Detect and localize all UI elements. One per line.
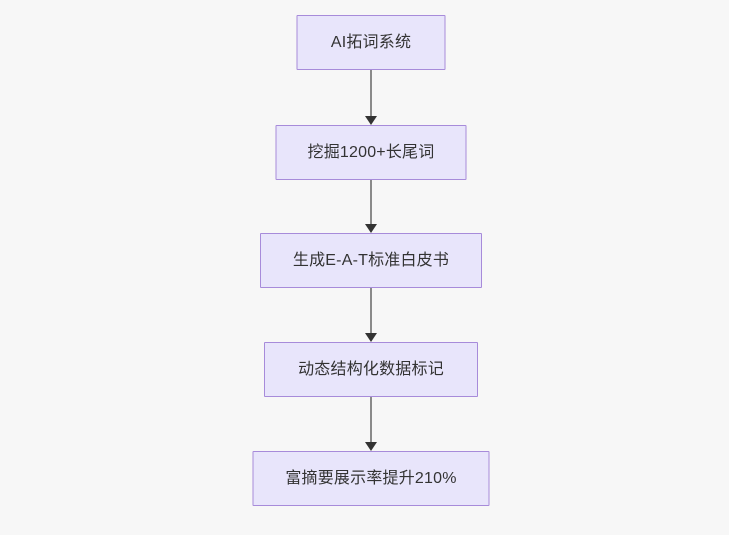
node-label: 生成E-A-T标准白皮书	[292, 251, 450, 269]
arrow-head-icon	[365, 116, 377, 125]
flowchart-node-generate-eat-whitepaper[interactable]: 生成E-A-T标准白皮书	[260, 233, 482, 288]
edge-node1-to-node2	[364, 70, 378, 125]
edge-node4-to-node5	[364, 397, 378, 451]
edge-node2-to-node3	[364, 180, 378, 233]
flowchart-node-dynamic-structured-data-markup[interactable]: 动态结构化数据标记	[264, 342, 478, 397]
edge-line	[370, 397, 372, 444]
arrow-head-icon	[365, 224, 377, 233]
node-label: 挖掘1200+长尾词	[307, 143, 435, 161]
arrow-head-icon	[365, 333, 377, 342]
flowchart-node-ai-keyword-system[interactable]: AI拓词系统	[296, 15, 446, 70]
flowchart-node-mine-longtail-keywords[interactable]: 挖掘1200+长尾词	[275, 125, 467, 180]
node-label: 富摘要展示率提升210%	[285, 469, 457, 487]
edge-line	[370, 70, 372, 118]
edge-line	[370, 180, 372, 226]
node-label: 动态结构化数据标记	[298, 360, 444, 378]
edge-line	[370, 288, 372, 335]
edge-node3-to-node4	[364, 288, 378, 342]
arrow-head-icon	[365, 442, 377, 451]
flowchart-node-rich-snippet-rate-increase[interactable]: 富摘要展示率提升210%	[252, 451, 490, 506]
node-label: AI拓词系统	[330, 33, 412, 51]
